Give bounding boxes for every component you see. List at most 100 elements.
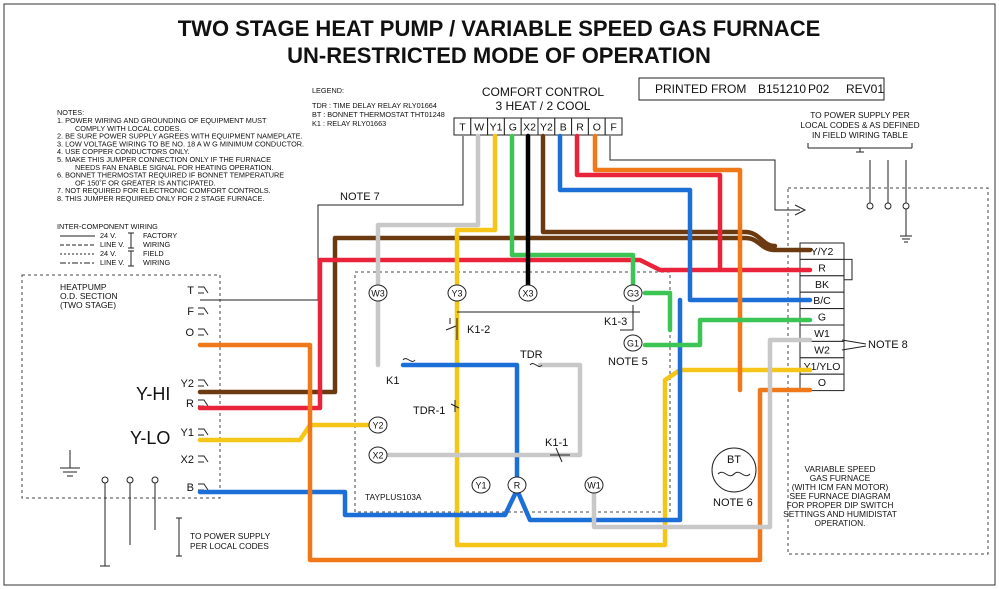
heatpump-terminal-label: X2 [181, 454, 194, 466]
terminal-connector-icon [198, 379, 209, 387]
heatpump-power-note: PER LOCAL CODES [190, 541, 269, 551]
printed-from-box: PRINTED FROM B151210 P02 REV01 [638, 77, 885, 101]
note-line: 8. THIS JUMPER REQUIRED ONLY FOR 2 STAGE… [57, 194, 264, 203]
blue-wire [197, 297, 683, 523]
control-module-name: TAYPLUS103A [365, 492, 422, 502]
heatpump-terminal-label: B [187, 482, 194, 494]
control-module-node-label: W1 [587, 481, 601, 491]
terminal-label: G [818, 312, 826, 324]
heatpump-terminal-label: Y2 [181, 378, 194, 390]
terminal-label: G [509, 122, 517, 134]
y-lo-label: Y-LO [130, 428, 170, 448]
k1-1-label: K1-1 [545, 437, 568, 449]
blue-wire [557, 133, 813, 303]
note-7-label: NOTE 7 [340, 191, 380, 203]
diagram-title: TWO STAGE HEAT PUMP / VARIABLE SPEED GAS… [178, 16, 821, 41]
f-terminal-wire [609, 136, 800, 211]
control-module-node-label: Y2 [372, 421, 383, 431]
heatpump-terminal-label: R [186, 398, 194, 410]
heatpump-section: HEATPUMP O.D. SECTION (TWO STAGE) TFOY2R… [21, 274, 271, 567]
note-line: COMPLY WITH LOCAL CODES. [75, 124, 182, 133]
power-terminal-icon [902, 202, 910, 210]
wiring-key-voltage: LINE V. [100, 258, 124, 267]
control-module-node-label: Y3 [451, 289, 462, 299]
control-module-node [518, 284, 538, 302]
power-leads [104, 480, 156, 560]
printed-doc-number: B151210 [758, 82, 806, 96]
terminal-label: BK [815, 279, 829, 291]
note-line: 2. BE SURE POWER SUPPLY AGREES WITH EQUI… [57, 132, 303, 141]
control-module-node [471, 476, 491, 494]
terminal-connector-icon [198, 428, 209, 436]
furnace-description: SEE FURNACE DIAGRAM [790, 491, 891, 501]
note-8-label: NOTE 8 [868, 339, 908, 351]
furnace-terminal [799, 373, 845, 392]
heatpump-title: HEATPUMP [60, 282, 107, 292]
terminal-connector-icon [198, 455, 209, 463]
yellow-wire [454, 133, 813, 548]
t-terminal-wire [200, 136, 464, 301]
gray-wire [591, 337, 813, 530]
terminal-label: T [459, 122, 466, 134]
notes-block: NOTES: 1. POWER WIRING AND GROUNDING OF … [57, 108, 304, 203]
heatpump-title: O.D. SECTION [60, 291, 118, 301]
legend-item: BT : BONNET THERMOSTAT THT01248 [312, 110, 445, 119]
printed-from-label: PRINTED FROM [655, 82, 746, 96]
gray-wire [375, 362, 583, 458]
furnace-description: VARIABLE SPEED [804, 464, 875, 474]
control-module-node-label: X3 [522, 289, 533, 299]
control-module-internal-wiring [402, 305, 640, 463]
bonnet-thermostat: BT [711, 447, 757, 493]
control-module-outline [354, 271, 671, 513]
wiring-key-voltage: 24 V. [100, 231, 116, 240]
diagram-subtitle: UN-RESTRICTED MODE OF OPERATION [287, 43, 711, 68]
furnace-description: FOR PROPER DIP SWITCH [787, 500, 894, 510]
control-module-node [368, 416, 388, 434]
furnace-description: SETTINGS AND HUMIDISTAT [783, 509, 897, 519]
terminal-connector-icon [198, 483, 209, 491]
wiring-key-kind: FACTORY [143, 231, 177, 240]
tdr-label: TDR [520, 349, 543, 361]
ground-icon [900, 230, 912, 243]
power-terminal-icon [126, 476, 134, 484]
terminal-connector-icon [198, 286, 209, 294]
terminal-label: R [576, 122, 584, 134]
control-module-node-label: W3 [371, 289, 385, 299]
note-5-label: NOTE 5 [608, 356, 648, 368]
legend-heading: LEGEND: [312, 86, 344, 95]
field-wiring [197, 133, 813, 563]
tdr-1-label: TDR-1 [413, 405, 445, 417]
heatpump-terminal-label: T [187, 285, 194, 297]
terminal-label: Y2 [540, 122, 553, 134]
terminal-label: Y1 [490, 122, 503, 134]
heatpump-outline [21, 274, 221, 499]
terminal-connector-icon [198, 307, 209, 315]
ground-icon [60, 450, 80, 477]
control-module-node [368, 446, 388, 464]
wiring-key-kind: WIRING [143, 258, 170, 267]
control-module: TAYPLUS103A [354, 271, 671, 513]
terminal-label: F [610, 122, 616, 134]
terminal-label: Y1/YLO [804, 361, 841, 373]
control-module-node [623, 334, 643, 352]
power-terminal-icon [866, 202, 874, 210]
y-hi-label: Y-HI [136, 384, 170, 404]
control-module-node [584, 476, 604, 494]
terminal-connector-icon [198, 399, 209, 407]
heatpump-terminal-label: F [187, 306, 194, 318]
green-wire [642, 317, 813, 348]
wiring-key: INTER-COMPONENT WIRING 24 V. LINE V. 24 … [57, 222, 177, 267]
control-module-node-label: G1 [627, 339, 639, 349]
terminal-label: W2 [814, 344, 830, 356]
note-line: NEEDS FAN ENABLE SIGNAL FOR HEATING OPER… [75, 163, 274, 172]
terminal-label: X2 [523, 122, 536, 134]
furnace-description: (WITH ICM FAN MOTOR) [792, 482, 889, 492]
comfort-control-title: COMFORT CONTROL [482, 85, 605, 99]
control-module-node-label: Y1 [475, 481, 486, 491]
diagram-frame [3, 3, 996, 586]
control-module-node-label: R [514, 481, 521, 491]
